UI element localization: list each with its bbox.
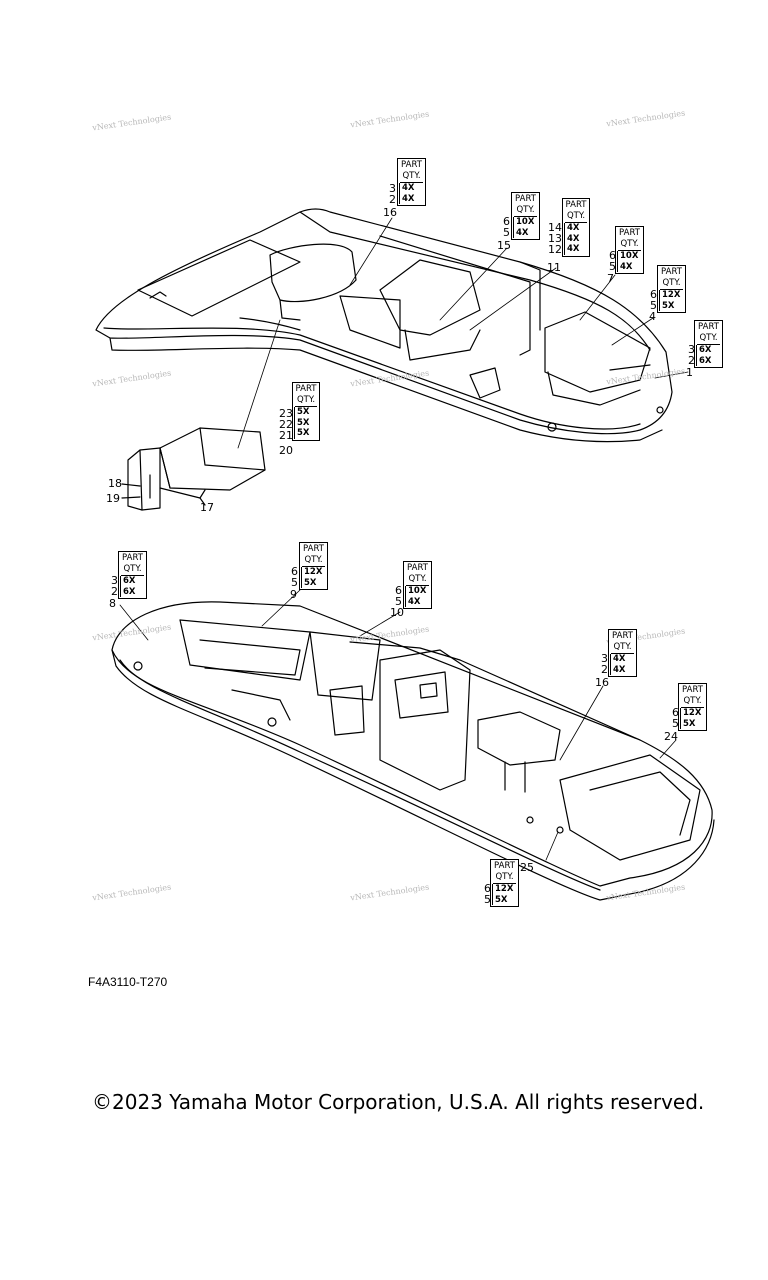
part-callout: 10: [390, 606, 404, 619]
copyright-notice: ©2023 Yamaha Motor Corporation, U.S.A. A…: [92, 1090, 705, 1114]
part-callout: 20: [279, 444, 293, 457]
part-callout: 4: [649, 310, 656, 323]
part-callout: 8: [109, 597, 116, 610]
top-boat-drawing: [95, 208, 673, 443]
part-callout: 16: [595, 676, 609, 689]
diagram-code: F4A3110-T270: [88, 975, 168, 989]
top-leader-lines: [237, 217, 689, 449]
part-callout: 16: [383, 206, 397, 219]
part-callout: 18: [108, 477, 122, 490]
part-callout: 19: [106, 492, 120, 505]
bottom-boat-drawing: [111, 601, 715, 901]
part-callout: 15: [497, 239, 511, 252]
part-callout: 7: [607, 272, 614, 285]
removable-seat-drawing: [121, 427, 266, 511]
part-callout: 25: [520, 861, 534, 874]
part-callout: 1: [686, 366, 693, 379]
part-callout: 17: [200, 501, 214, 514]
part-callout: 11: [547, 261, 561, 274]
part-callout: 9: [290, 588, 297, 601]
bottom-leader-lines: [119, 589, 677, 861]
part-callout: 24: [664, 730, 678, 743]
